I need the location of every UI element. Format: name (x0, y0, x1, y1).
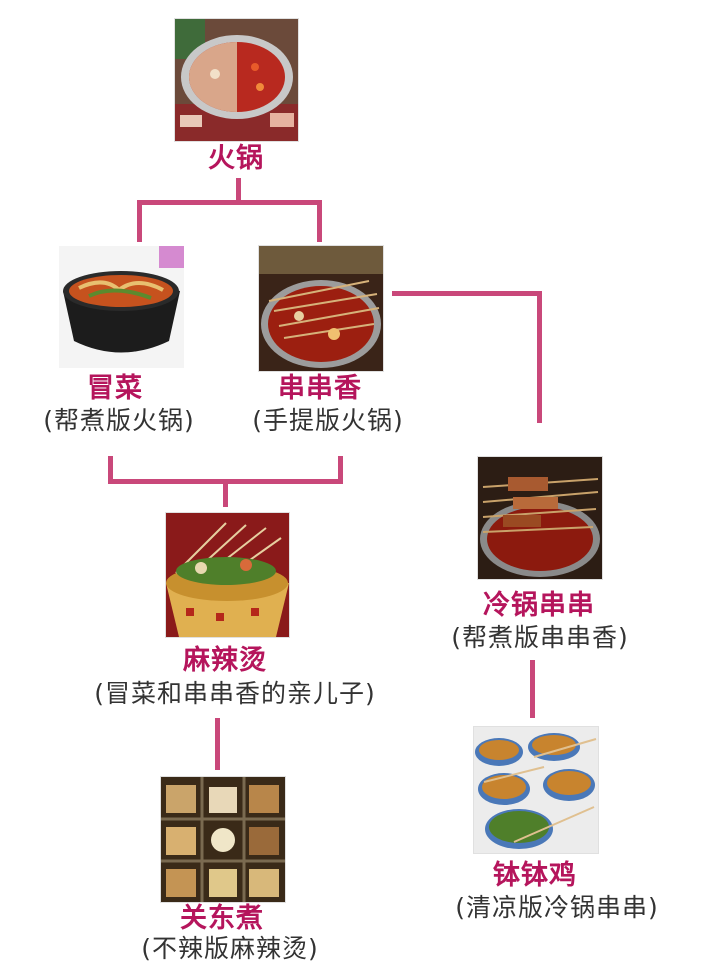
connector-to-chuanchuan (317, 200, 322, 242)
chuanchuanxiang-title: 串串香 (278, 373, 362, 404)
malatang-subtitle: (冒菜和串串香的亲儿子) (94, 679, 376, 708)
malatang-photo (165, 512, 290, 638)
connector-to-malatang (223, 479, 228, 507)
lengguo-title: 冷锅串串 (483, 590, 595, 621)
connector-to-bobo (530, 660, 535, 718)
connector-huoguo-hbar (137, 200, 322, 205)
bobo-title: 钵钵鸡 (493, 860, 577, 891)
maocai-subtitle: (帮煮版火锅) (43, 406, 195, 435)
maocai-title: 冒菜 (87, 373, 143, 404)
guandongzhu-title: 关东煮 (180, 903, 264, 934)
lengguo-photo (477, 456, 603, 580)
guandongzhu-photo (160, 776, 286, 903)
lengguo-subtitle: (帮煮版串串香) (451, 623, 629, 652)
bobo-subtitle: (清凉版冷锅串串) (455, 893, 659, 922)
malatang-title: 麻辣烫 (183, 645, 267, 676)
huoguo-photo (174, 18, 299, 142)
maocai-photo (58, 245, 185, 369)
connector-chuanchuan-down (338, 456, 343, 483)
bobo-photo (473, 726, 599, 854)
connector-to-lengguo (537, 291, 542, 423)
chuanchuanxiang-photo (258, 245, 384, 372)
connector-maocai-down (108, 456, 113, 483)
connector-to-maocai (137, 200, 142, 242)
guandongzhu-subtitle: (不辣版麻辣烫) (141, 934, 319, 963)
connector-huoguo-down (236, 178, 241, 204)
chuanchuanxiang-subtitle: (手提版火锅) (252, 406, 404, 435)
connector-chuanchuan-right (392, 291, 542, 296)
connector-to-guandongzhu (215, 718, 220, 770)
huoguo-title: 火锅 (208, 143, 264, 174)
